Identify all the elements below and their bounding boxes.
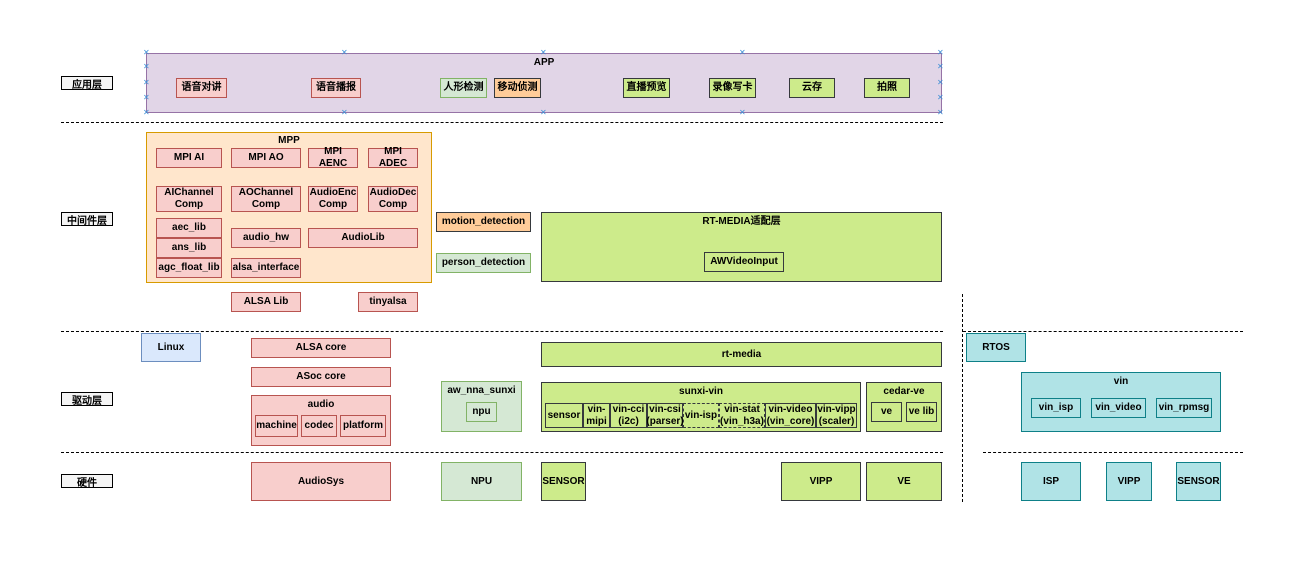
rtos-vin-video[interactable]: vin_video xyxy=(1091,398,1146,418)
audio-machine[interactable]: machine xyxy=(255,415,298,437)
layer-label-driver: 驱动层 xyxy=(61,392,113,407)
vin-vipp[interactable]: vin-vipp (scaler) xyxy=(816,403,857,428)
vin-video[interactable]: vin-video (vin_core) xyxy=(765,403,816,428)
aw-nna-sunxi-title: aw_nna_sunxi xyxy=(447,385,516,396)
mpi-ai[interactable]: MPI AI xyxy=(156,148,222,168)
app-person-detect[interactable]: 人形检测 xyxy=(440,78,487,98)
layer-label-middleware: 中间件层 xyxy=(61,212,113,227)
app-motion-detect[interactable]: 移动侦测 xyxy=(494,78,541,98)
cedar-ve-lib[interactable]: ve lib xyxy=(906,402,937,422)
audio-codec[interactable]: codec xyxy=(301,415,337,437)
aochannel-comp[interactable]: AOChannel Comp xyxy=(231,186,301,212)
vin-mipi[interactable]: vin- mipi xyxy=(583,403,610,428)
vin-sensor[interactable]: sensor xyxy=(545,403,583,428)
app-title: APP xyxy=(533,57,555,68)
divider-linux-rtos xyxy=(962,294,963,502)
selection-handle[interactable]: ✕ xyxy=(937,48,944,57)
app-voice-intercom[interactable]: 语音对讲 xyxy=(176,78,227,98)
cedar-ve-ve[interactable]: ve xyxy=(871,402,902,422)
mpi-adec[interactable]: MPI ADEC xyxy=(368,146,418,169)
asoc-core[interactable]: ASoc core xyxy=(251,367,391,387)
mpp-title: MPP xyxy=(278,135,300,146)
vin-csi[interactable]: vin-csi (parser) xyxy=(646,403,684,428)
rtos-vin-rpmsg[interactable]: vin_rpmsg xyxy=(1156,398,1212,418)
npu-driver[interactable]: npu xyxy=(466,402,497,422)
audioenc-comp[interactable]: AudioEnc Comp xyxy=(308,186,358,212)
tinyalsa[interactable]: tinyalsa xyxy=(358,292,418,312)
hw-audiosys[interactable]: AudioSys xyxy=(251,462,391,501)
aichannel-comp[interactable]: AIChannel Comp xyxy=(156,186,222,212)
rt-media-adapter-title: RT-MEDIA适配层 xyxy=(702,216,781,227)
ans-lib[interactable]: ans_lib xyxy=(156,238,222,258)
hw-vipp[interactable]: VIPP xyxy=(781,462,861,501)
selection-handle[interactable]: ✕ xyxy=(937,108,944,117)
selection-handle[interactable]: ✕ xyxy=(937,93,944,102)
selection-handle[interactable]: ✕ xyxy=(937,78,944,87)
agc-float-lib[interactable]: agc_float_lib xyxy=(156,258,222,278)
rt-media[interactable]: rt-media xyxy=(541,342,942,367)
app-cloud-storage[interactable]: 云存 xyxy=(789,78,835,98)
selection-handle[interactable]: ✕ xyxy=(143,62,150,71)
sunxi-vin-title: sunxi-vin xyxy=(679,386,723,397)
hw-isp[interactable]: ISP xyxy=(1021,462,1081,501)
mpi-ao[interactable]: MPI AO xyxy=(231,148,301,168)
divider-middleware-driver xyxy=(61,331,943,332)
selection-handle[interactable]: ✕ xyxy=(143,78,150,87)
alsa-lib[interactable]: ALSA Lib xyxy=(231,292,301,312)
mpi-aenc[interactable]: MPI AENC xyxy=(308,146,358,169)
selection-handle[interactable]: ✕ xyxy=(739,48,746,57)
hw-sensor[interactable]: SENSOR xyxy=(541,462,586,501)
audio-platform[interactable]: platform xyxy=(340,415,386,437)
hw-npu[interactable]: NPU xyxy=(441,462,522,501)
rtos-vin-title: vin xyxy=(1113,376,1129,387)
cedar-ve-title: cedar-ve xyxy=(883,386,925,397)
rtos-vin-isp[interactable]: vin_isp xyxy=(1031,398,1081,418)
selection-handle[interactable]: ✕ xyxy=(540,108,547,117)
selection-handle[interactable]: ✕ xyxy=(143,48,150,57)
app-live-preview[interactable]: 直播预览 xyxy=(623,78,670,98)
app-photo[interactable]: 拍照 xyxy=(864,78,910,98)
vin-stat[interactable]: vin-stat (vin_h3a) xyxy=(719,403,765,428)
selection-handle[interactable]: ✕ xyxy=(143,93,150,102)
selection-handle[interactable]: ✕ xyxy=(739,108,746,117)
alsa-core[interactable]: ALSA core xyxy=(251,338,391,358)
selection-handle[interactable]: ✕ xyxy=(540,48,547,57)
audiolib[interactable]: AudioLib xyxy=(308,228,418,248)
hw-rtos-sensor[interactable]: SENSOR xyxy=(1176,462,1221,501)
divider-app-middleware xyxy=(61,122,943,123)
layer-label-hardware: 硬件 xyxy=(61,474,113,489)
layer-label-app: 应用层 xyxy=(61,76,113,91)
person-detection[interactable]: person_detection xyxy=(436,253,531,273)
selection-handle[interactable]: ✕ xyxy=(341,108,348,117)
audio-driver-title: audio xyxy=(307,399,335,410)
vin-isp[interactable]: vin-isp xyxy=(683,403,719,428)
audio-hw[interactable]: audio_hw xyxy=(231,228,301,248)
hw-ve[interactable]: VE xyxy=(866,462,942,501)
rtos-label[interactable]: RTOS xyxy=(966,333,1026,362)
vin-cci[interactable]: vin-cci (i2c) xyxy=(610,403,647,428)
motion-detection[interactable]: motion_detection xyxy=(436,212,531,232)
divider-rtos-hardware xyxy=(983,452,1243,453)
linux-label[interactable]: Linux xyxy=(141,333,201,362)
app-record-card[interactable]: 录像写卡 xyxy=(709,78,756,98)
app-voice-broadcast[interactable]: 语音播报 xyxy=(311,78,361,98)
selection-handle[interactable]: ✕ xyxy=(143,108,150,117)
selection-handle[interactable]: ✕ xyxy=(341,48,348,57)
awvideoinput[interactable]: AWVideoInput xyxy=(704,252,784,272)
divider-rtos-top xyxy=(963,331,1243,332)
audiodec-comp[interactable]: AudioDec Comp xyxy=(368,186,418,212)
hw-rtos-vipp[interactable]: VIPP xyxy=(1106,462,1152,501)
aec-lib[interactable]: aec_lib xyxy=(156,218,222,238)
selection-handle[interactable]: ✕ xyxy=(937,62,944,71)
alsa-interface[interactable]: alsa_interface xyxy=(231,258,301,278)
divider-driver-hardware xyxy=(61,452,943,453)
